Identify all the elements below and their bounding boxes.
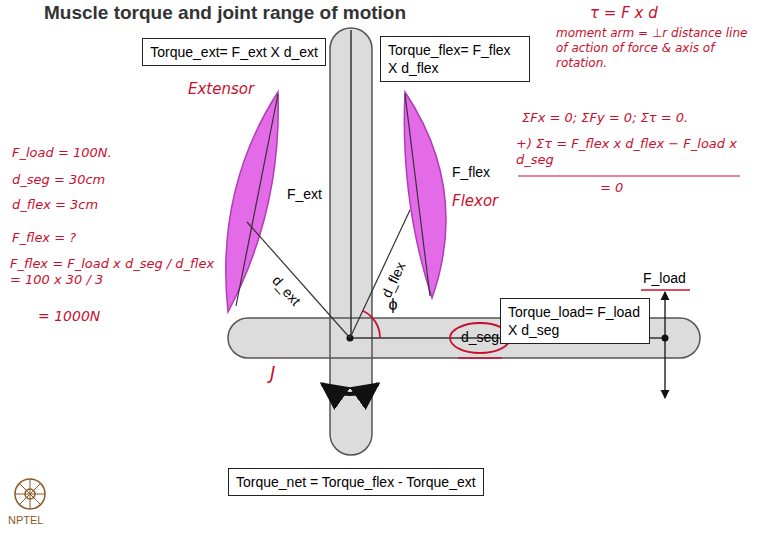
ext-moment-arm bbox=[247, 222, 350, 338]
formula-text: Torque_load= F_load X d_seg bbox=[508, 304, 640, 338]
force-label: F_ext bbox=[287, 186, 322, 204]
formula-text: Torque_flex= F_flex X d_flex bbox=[388, 42, 511, 76]
given-value: d_flex = 3cm bbox=[12, 197, 98, 213]
formula-box: Torque_flex= F_flex X d_flex bbox=[380, 36, 530, 82]
watermark: NPTEL bbox=[8, 514, 43, 528]
force-label: F_flex bbox=[452, 164, 490, 182]
handwritten-result: = 1000N bbox=[38, 308, 100, 326]
flexor-line bbox=[405, 94, 430, 296]
force-label: F_load bbox=[643, 270, 686, 288]
red-underline bbox=[458, 357, 502, 359]
given-value: F_flex = ? bbox=[12, 230, 76, 246]
segment-length-label: d_seg bbox=[461, 329, 499, 347]
muscle-name: Extensor bbox=[188, 80, 254, 99]
load-arrow bbox=[664, 292, 665, 398]
formula-box: Torque_load= F_load X d_seg bbox=[500, 298, 650, 344]
rotation-arrow bbox=[322, 384, 378, 394]
red-underline bbox=[518, 175, 740, 176]
extensor-line bbox=[236, 94, 278, 306]
given-value: d_seg = 30cm bbox=[12, 172, 105, 188]
handwritten-equation: +) Στ = F_flex x d_flex − F_load x d_seg bbox=[516, 136, 752, 169]
slide-title: Muscle torque and joint range of motion bbox=[40, 2, 410, 24]
formula-text: Torque_ext= F_ext X d_ext bbox=[150, 44, 318, 60]
moment-arm-label: d_ext bbox=[268, 272, 304, 309]
handwritten-equation: F_flex = F_load x d_seg / d_flex = 100 x… bbox=[10, 256, 215, 289]
joint-label: J bbox=[270, 362, 275, 385]
formula-box: Torque_net = Torque_flex - Torque_ext bbox=[228, 468, 484, 496]
handwritten-equation: ΣFx = 0; ΣFy = 0; Στ = 0. bbox=[522, 110, 688, 126]
flexor-muscle bbox=[404, 92, 446, 298]
angle-arc bbox=[363, 311, 380, 338]
muscle-name: Flexor bbox=[452, 192, 498, 211]
given-value: F_load = 100N. bbox=[12, 145, 112, 161]
handwritten-note: moment arm = ⊥r distance line of action … bbox=[556, 26, 754, 71]
upper-axis bbox=[350, 30, 352, 338]
extensor-muscle bbox=[226, 92, 278, 312]
formula-text: Torque_net = Torque_flex - Torque_ext bbox=[236, 474, 476, 490]
logo-mark bbox=[15, 479, 45, 509]
logo-mark bbox=[15, 479, 45, 509]
handwritten-note: τ = F x d bbox=[590, 4, 658, 23]
moment-arm-label: d_flex bbox=[378, 259, 410, 300]
handwritten-equation: = 0 bbox=[600, 180, 623, 196]
formula-box: Torque_ext= F_ext X d_ext bbox=[142, 38, 326, 66]
angle-symbol: ϕ bbox=[389, 295, 398, 315]
red-underline bbox=[641, 289, 690, 291]
flex-moment-arm bbox=[350, 210, 410, 338]
